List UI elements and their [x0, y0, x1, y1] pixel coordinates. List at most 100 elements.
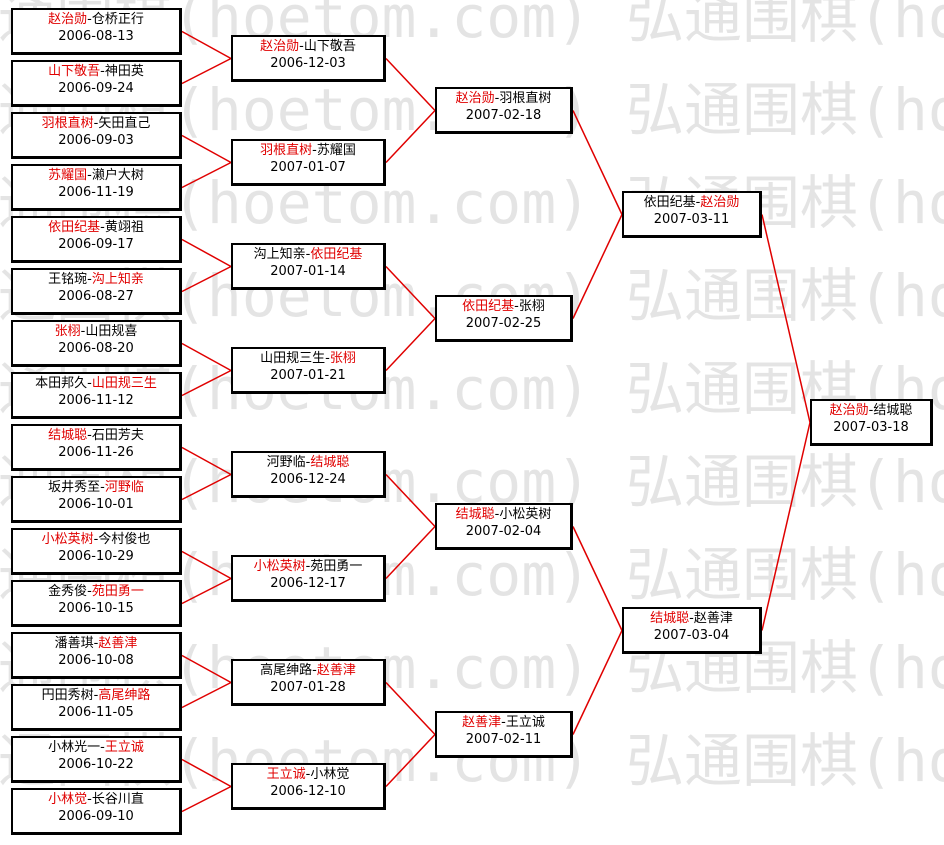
player-name: 王铭琬: [48, 272, 88, 287]
player-name: 小林光一: [48, 740, 101, 755]
match-players: 河野临-结城聪: [233, 454, 383, 471]
player-name: 依田纪基: [462, 299, 515, 314]
match-players: 赵善津-王立诚: [437, 714, 570, 731]
match-date: 2006-09-03: [58, 133, 134, 148]
match-players: 结城聪-石田芳夫: [13, 427, 179, 444]
player-name: 矢田直己: [98, 116, 151, 131]
player-name: 赵治勋: [48, 12, 88, 27]
versus-dash: -: [514, 299, 519, 314]
player-name: 坂井秀至: [48, 480, 101, 495]
player-name: 小松英树: [41, 532, 94, 547]
player-name: 濑户大树: [91, 168, 144, 183]
match-date: 2006-10-15: [58, 601, 134, 616]
player-name: 长谷川直: [91, 792, 144, 807]
connector-line: [181, 550, 232, 580]
versus-dash: -: [695, 195, 701, 210]
match-date: 2006-12-17: [270, 576, 346, 591]
versus-dash: -: [87, 376, 92, 391]
match-players: 苏耀国-濑户大树: [13, 167, 179, 184]
match-date: 2006-10-22: [58, 757, 134, 772]
match-date: 2006-11-12: [58, 393, 134, 408]
match-players: 依田纪基-赵治勋: [624, 194, 759, 211]
match-date: 2006-11-26: [58, 445, 134, 460]
match-date: 2006-12-24: [270, 472, 346, 487]
player-name: 赵善津: [316, 663, 356, 678]
versus-dash: -: [305, 767, 311, 782]
match-date: 2007-01-07: [270, 160, 346, 175]
player-name: 山田规三生: [91, 376, 157, 391]
match-players: 结城聪-赵善津: [624, 610, 759, 627]
match-players: 赵治勋-结城聪: [812, 402, 930, 419]
match-date: 2007-01-14: [270, 264, 346, 279]
player-name: 河野临: [266, 455, 306, 470]
match-players: 坂井秀至-河野临: [13, 479, 179, 496]
player-name: 高尾绅路: [98, 688, 151, 703]
match-players: 潘善琪-赵善津: [13, 635, 179, 652]
match-date: 2006-08-27: [58, 289, 134, 304]
player-name: 结城聪: [48, 428, 88, 443]
versus-dash: -: [93, 688, 99, 703]
connector-line: [385, 473, 436, 528]
player-name: 高尾绅路: [260, 663, 313, 678]
match-date: 2006-08-13: [58, 29, 134, 44]
match-players: 依田纪基-张栩: [437, 298, 570, 315]
versus-dash: -: [312, 143, 317, 158]
player-name: 羽根直树: [41, 116, 94, 131]
player-name: 赵善津: [693, 611, 733, 626]
versus-dash: -: [494, 507, 500, 522]
player-name: 依田纪基: [643, 195, 696, 210]
versus-dash: -: [305, 455, 311, 470]
connector-line: [385, 317, 436, 372]
match-date: 2006-09-10: [58, 809, 134, 824]
match-players: 王铭琬-沟上知亲: [13, 271, 179, 288]
versus-dash: -: [100, 220, 105, 235]
connector-line: [181, 265, 232, 293]
match-players: 羽根直树-矢田直己: [13, 115, 179, 132]
player-name: 仓桥正行: [91, 12, 144, 27]
player-name: 赵治勋: [700, 195, 740, 210]
match-date: 2007-02-11: [465, 732, 542, 747]
player-name: 神田英: [104, 64, 144, 79]
versus-dash: -: [312, 663, 317, 678]
match-players: 山田规三生-张栩: [233, 350, 383, 367]
connector-line: [181, 577, 232, 605]
connector-line: [572, 630, 623, 735]
match-players: 小林光一-王立诚: [13, 739, 179, 756]
player-name: 河野临: [104, 480, 144, 495]
versus-dash: -: [305, 559, 311, 574]
match-date: 2006-09-17: [58, 237, 134, 252]
connector-line: [181, 758, 232, 788]
player-name: 苑田勇一: [91, 584, 144, 599]
connector-line: [385, 57, 436, 112]
versus-dash: -: [100, 64, 105, 79]
match-date: 2007-03-04: [653, 628, 730, 643]
connector-line: [181, 369, 232, 397]
connector-line: [385, 525, 436, 580]
match-date: 2006-12-03: [270, 56, 346, 71]
player-name: 赵治勋: [829, 403, 869, 418]
match-date: 2006-10-29: [58, 549, 134, 564]
player-name: 张栩: [54, 324, 81, 339]
versus-dash: -: [80, 324, 86, 339]
match-players: 沟上知亲-依田纪基: [233, 246, 383, 263]
match-players: 赵治勋-仓桥正行: [13, 11, 179, 28]
